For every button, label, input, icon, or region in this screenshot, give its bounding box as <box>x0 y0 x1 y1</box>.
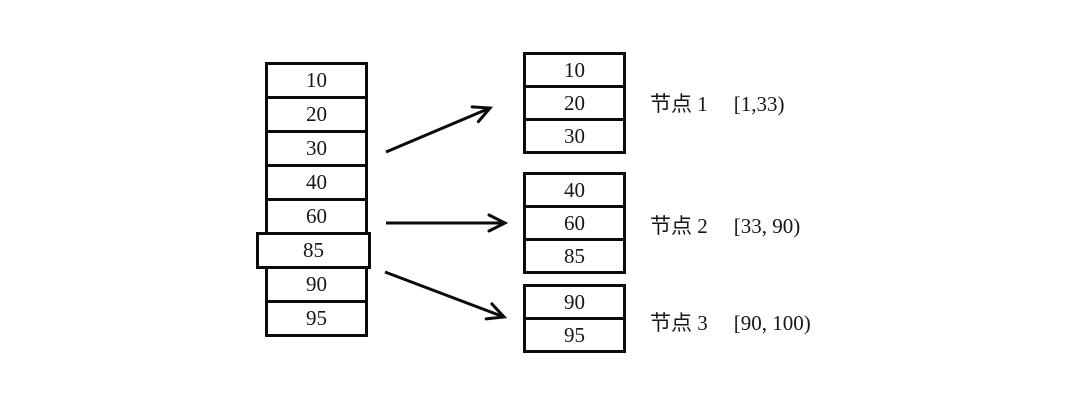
source-cell: 20 <box>265 96 368 133</box>
source-cell: 95 <box>265 300 368 337</box>
node-1-label-group: 节点 1 [1,33) <box>650 88 785 118</box>
node-range: [33, 90) <box>733 214 801 238</box>
node-3-cell: 90 <box>523 284 626 320</box>
source-cell: 85 <box>256 232 371 269</box>
source-cell: 30 <box>265 130 368 167</box>
node-1-cell: 20 <box>523 85 626 121</box>
source-cell: 60 <box>265 198 368 235</box>
node-label: 节点 3 <box>650 311 708 335</box>
node-1-cell: 10 <box>523 52 626 88</box>
node-2-label-group: 节点 2 [33, 90) <box>650 210 800 240</box>
node-3-label-group: 节点 3 [90, 100) <box>650 307 811 337</box>
source-cell: 10 <box>265 62 368 99</box>
node-2-cell: 40 <box>523 172 626 208</box>
node-range: [90, 100) <box>733 311 811 335</box>
node-range: [1,33) <box>733 92 785 116</box>
source-column: 10 20 30 40 60 85 90 95 <box>256 62 371 337</box>
node-1-cell: 30 <box>523 118 626 154</box>
node-3-column: 90 95 <box>523 284 626 353</box>
arrow-source-to-node-1 <box>385 108 490 154</box>
node-2-cell: 85 <box>523 238 626 274</box>
node-label: 节点 2 <box>650 214 708 238</box>
node-2-column: 40 60 85 <box>523 172 626 274</box>
node-1-column: 10 20 30 <box>523 52 626 154</box>
source-cell: 90 <box>265 266 368 303</box>
node-label: 节点 1 <box>650 92 708 116</box>
node-3-cell: 95 <box>523 317 626 353</box>
node-2-cell: 60 <box>523 205 626 241</box>
arrow-source-to-node-3 <box>384 270 504 317</box>
source-cell: 40 <box>265 164 368 201</box>
